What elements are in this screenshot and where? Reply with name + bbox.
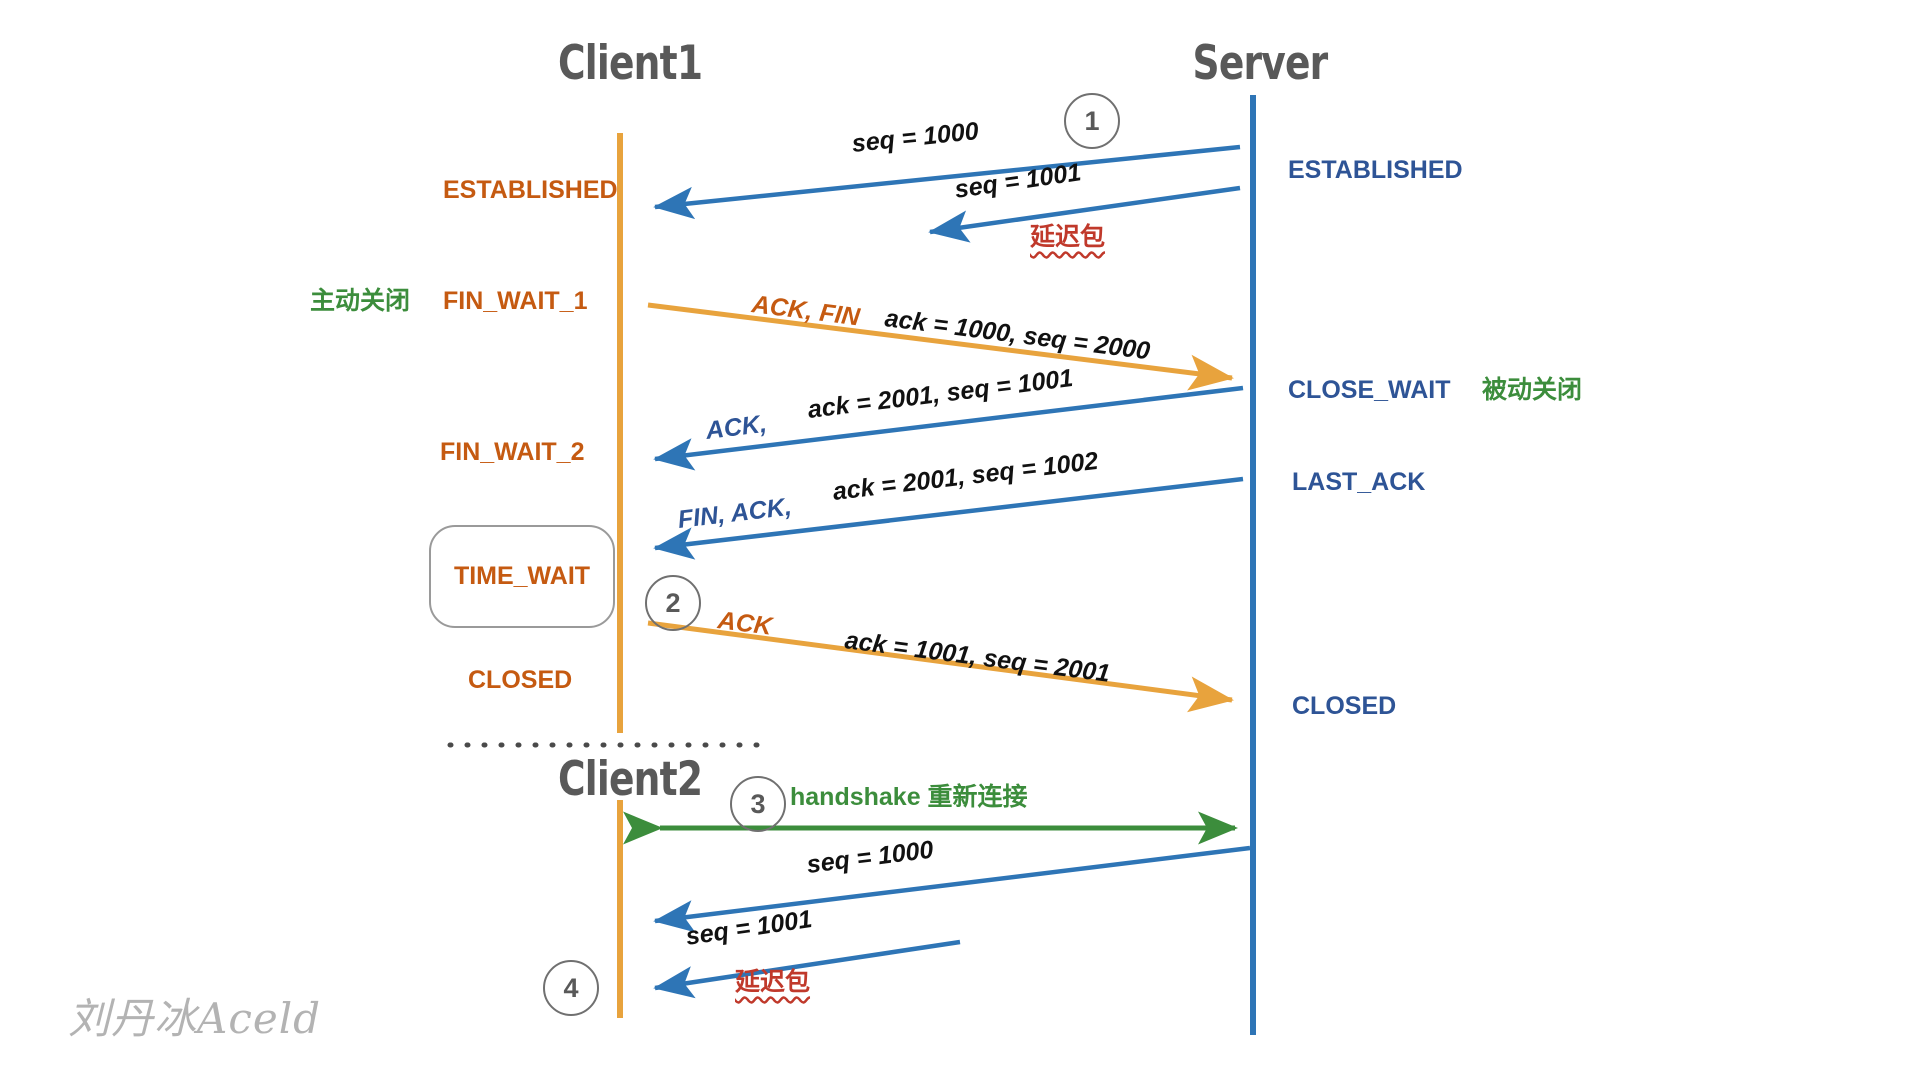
message-seq-1001-top: seq = 1001 <box>952 158 1083 204</box>
actor-title-client2: Client2 <box>558 752 703 807</box>
actor-title-client1: Client1 <box>558 36 703 91</box>
client-state-established: ESTABLISHED <box>443 176 618 204</box>
message-ack-1001-2001-flags: ACK <box>716 606 774 641</box>
arrow-seq-1000-top <box>653 144 1241 220</box>
message-fin-ack-detail: ack = 2001, seq = 1002 <box>831 446 1100 506</box>
server-state-established: ESTABLISHED <box>1288 156 1463 184</box>
client-state-time-wait: TIME_WAIT <box>453 562 591 590</box>
annotation-handshake: handshake 重新连接 <box>790 783 1028 811</box>
step-marker-1: 1 <box>1064 93 1120 149</box>
message-ack-fin-detail: ack = 1000, seq = 2000 <box>883 304 1152 366</box>
arrow-seq-1000-bot <box>653 845 1251 933</box>
server-state-last-ack: LAST_ACK <box>1292 468 1426 496</box>
annotation-active-close: 主动关闭 <box>310 287 411 315</box>
server-state-close-wait: CLOSE_WAIT <box>1288 376 1451 404</box>
message-seq-1000-top: seq = 1000 <box>850 117 980 158</box>
message-fin-ack-flags: FIN, ACK, <box>676 492 794 534</box>
client-time-wait-box: TIME_WAIT <box>429 525 615 628</box>
client-state-fin-wait-1: FIN_WAIT_1 <box>443 287 588 315</box>
message-ack-fin-flags: ACK, FIN <box>750 290 862 332</box>
message-seq-1000-bot: seq = 1000 <box>805 835 935 879</box>
annotation-delayed-packet-top: 延迟包 <box>1030 223 1106 251</box>
annotation-delayed-packet-bottom: 延迟包 <box>735 968 811 996</box>
author-watermark: 刘丹冰Aceld <box>68 994 322 1043</box>
message-ack-2001-1001-detail: ack = 2001, seq = 1001 <box>806 364 1075 424</box>
annotation-passive-close: 被动关闭 <box>1482 376 1583 404</box>
message-seq-1001-bot: seq = 1001 <box>683 905 814 951</box>
client-state-closed: CLOSED <box>468 666 573 694</box>
step-marker-4: 4 <box>543 960 599 1016</box>
step-marker-2: 2 <box>645 575 701 631</box>
message-ack-1001-2001-detail: ack = 1001, seq = 2001 <box>843 626 1112 688</box>
step-marker-3: 3 <box>730 776 786 832</box>
actor-title-server: Server <box>1192 36 1329 91</box>
server-state-closed: CLOSED <box>1292 692 1397 720</box>
message-ack-2001-1001-flags: ACK, <box>704 409 769 445</box>
client-state-fin-wait-2: FIN_WAIT_2 <box>440 438 585 466</box>
